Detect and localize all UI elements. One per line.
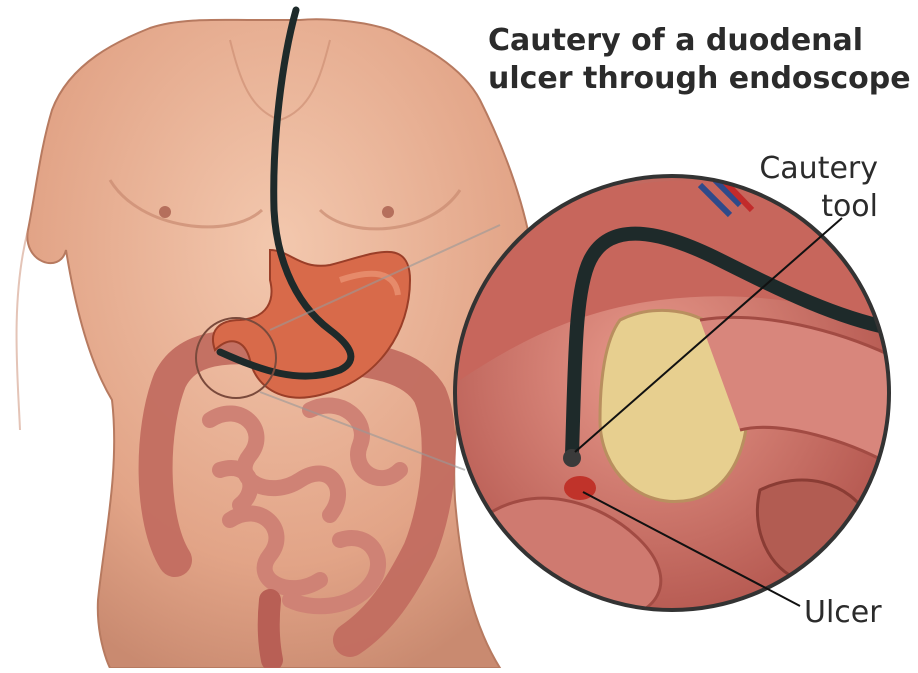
arm-left — [17, 230, 29, 430]
rectum — [269, 600, 272, 660]
cautery-label-line-1: Cautery — [759, 150, 878, 188]
magnified-view — [455, 176, 900, 620]
title-line-1: Cautery of a duodenal — [488, 22, 848, 60]
title-line-2: ulcer through endoscope — [488, 60, 848, 98]
cautery-tip — [563, 449, 581, 467]
nipple-left — [159, 206, 171, 218]
cautery-label-line-2: tool — [759, 188, 878, 226]
cautery-tool-label: Cautery tool — [759, 150, 878, 226]
ulcer-label: Ulcer — [804, 594, 882, 632]
diagram-title: Cautery of a duodenal ulcer through endo… — [488, 22, 848, 98]
nipple-right — [382, 206, 394, 218]
